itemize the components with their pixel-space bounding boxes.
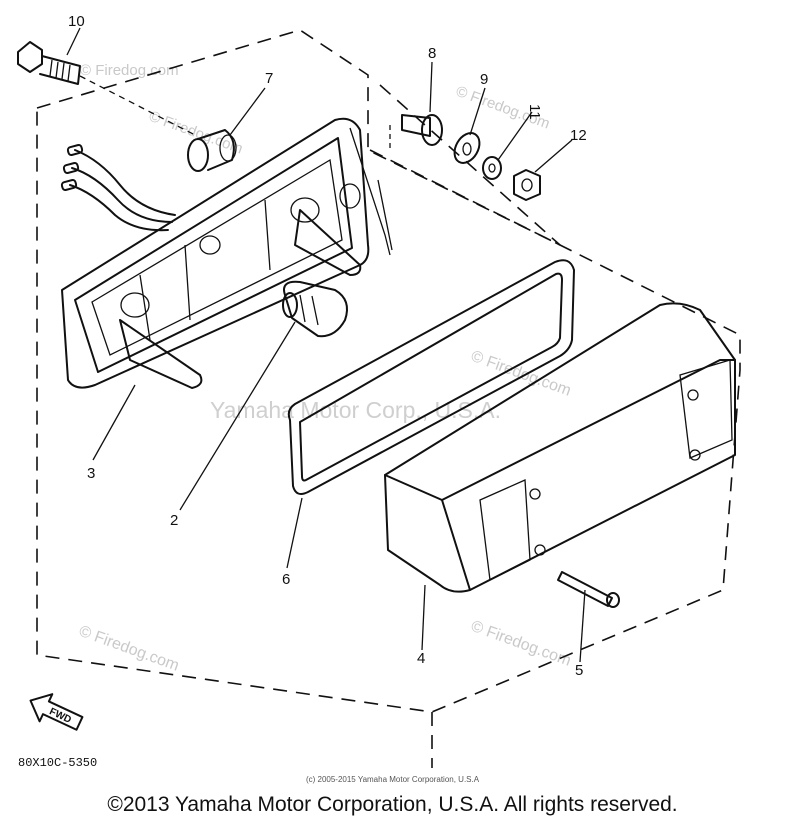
nut-12 (513, 169, 541, 201)
stud-8 (401, 114, 443, 146)
part-number-label: 3 (87, 465, 95, 482)
watermark-site: © Firedog.com (80, 62, 179, 79)
wiring-harness (60, 143, 176, 232)
watermark-center: Yamaha Motor Corp., U.S.A. (210, 397, 501, 423)
part-number-label: 10 (68, 13, 85, 30)
part-number-label: 9 (480, 71, 488, 88)
lock-washer-11 (482, 156, 502, 180)
part-number-label: 12 (570, 127, 587, 144)
part-number-label: 5 (575, 662, 583, 679)
watermark-site: © Firedog.com (469, 618, 574, 670)
watermark-site: © Firedog.com (77, 623, 182, 675)
bolt-10 (17, 41, 196, 136)
copyright-footer: ©2013 Yamaha Motor Corporation, U.S.A. A… (107, 793, 678, 816)
part-number-label: 4 (417, 650, 425, 667)
fwd-arrow: FWD (29, 693, 84, 731)
gasket-6 (287, 259, 575, 495)
part-number-label: 8 (428, 45, 436, 62)
part-number-label: 7 (265, 70, 273, 87)
watermark-site: © Firedog.com (147, 108, 245, 158)
grommet-7 (187, 129, 237, 172)
drawing-code: 80X10C-5350 (18, 756, 97, 770)
part-number-label: 6 (282, 571, 290, 588)
washer-9 (453, 132, 481, 164)
lens-4 (384, 302, 736, 593)
leader-lines (66, 27, 586, 663)
screw-5 (557, 571, 620, 608)
taillight-housing (61, 117, 393, 389)
bulb-2 (282, 280, 348, 338)
assembly-outline (36, 29, 741, 768)
part-number-label: 11 (526, 104, 543, 120)
part-labels: 10 7 8 9 11 12 3 2 6 4 5 (68, 13, 587, 679)
small-copyright: (c) 2005-2015 Yamaha Motor Corporation, … (305, 775, 480, 784)
watermarks: © Firedog.com © Firedog.com © Firedog.co… (77, 62, 574, 675)
part-number-label: 2 (170, 512, 178, 529)
